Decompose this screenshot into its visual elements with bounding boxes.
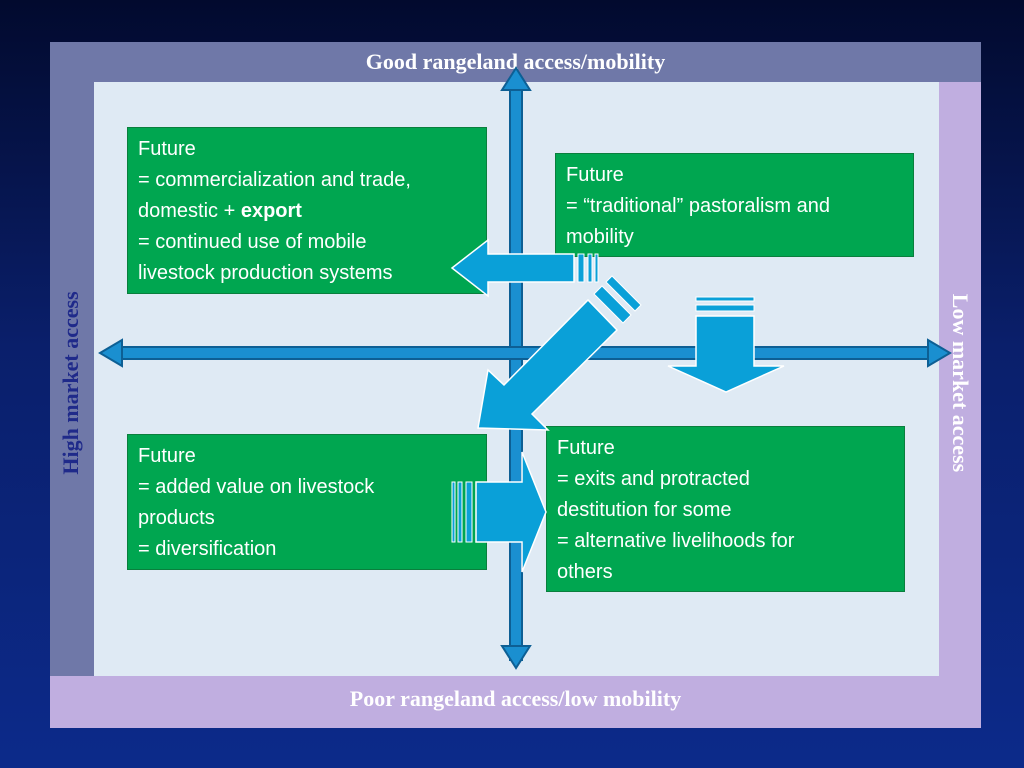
box-line: mobility	[566, 226, 634, 248]
box-line: Future	[566, 164, 624, 186]
left-pointing-block-arrow	[450, 238, 599, 298]
box-line: = alternative livelihoods for	[557, 530, 795, 552]
box-line: = exits and protracted	[557, 468, 750, 490]
box-line: = commercialization and trade,	[138, 169, 411, 191]
quadrant-box-bottom-right: Future = exits and protracted destitutio…	[546, 426, 905, 592]
quadrant-box-top-left: Future = commercialization and trade, do…	[127, 127, 487, 294]
box-line: = added value on livestock	[138, 476, 375, 498]
left-band	[50, 82, 94, 676]
box-line: = continued use of mobile	[138, 231, 367, 253]
quadrant-box-bottom-left: Future = added value on livestock produc…	[127, 434, 487, 570]
quadrant-box-top-right: Future = “traditional” pastoralism and m…	[555, 153, 914, 257]
box-line: livestock production systems	[138, 262, 393, 284]
box-line: Future	[138, 445, 196, 467]
right-pointing-block-arrow	[451, 451, 547, 573]
box-line: products	[138, 507, 215, 529]
box-line: Future	[557, 437, 615, 459]
axis-label-bottom: Poor rangeland access/low mobility	[349, 686, 682, 711]
box-line: = “traditional” pastoralism and	[566, 195, 831, 217]
box-line: Future	[138, 138, 196, 160]
right-band	[939, 82, 981, 676]
box-line: = diversification	[138, 538, 277, 560]
down-pointing-block-arrow	[667, 296, 785, 393]
box-line: destitution for some	[557, 499, 732, 521]
export-emphasis: export	[240, 200, 302, 222]
bottom-band	[50, 676, 981, 728]
box-line-text: domestic +	[138, 200, 241, 222]
box-line: others	[557, 561, 613, 583]
box-line-export: domestic + export	[138, 196, 476, 227]
diagonal-block-arrow	[477, 275, 642, 431]
